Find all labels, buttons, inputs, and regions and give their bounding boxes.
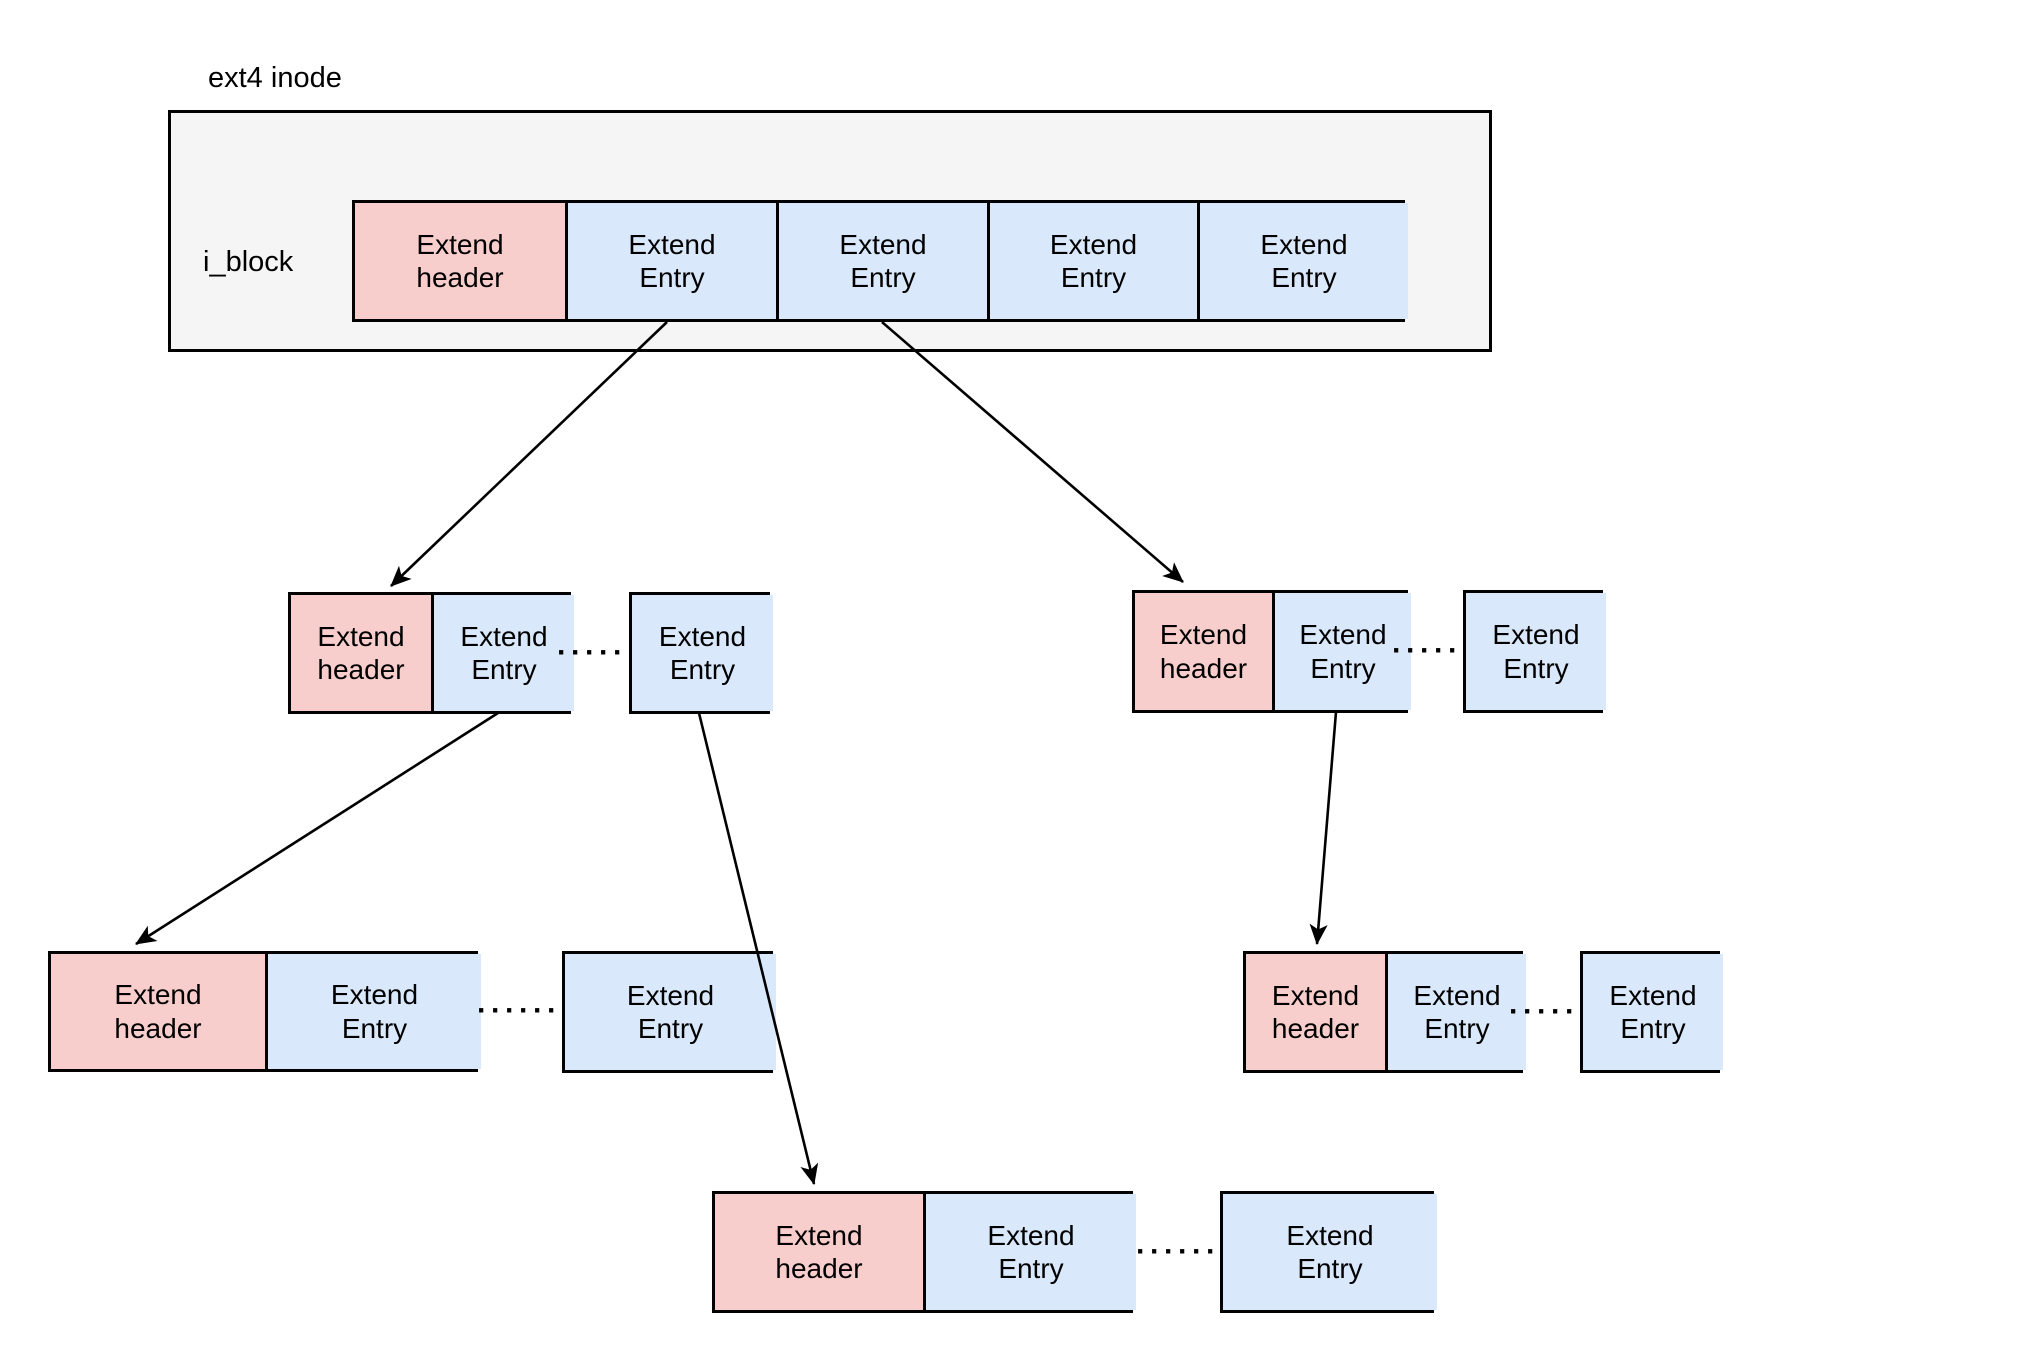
index-node-mid-left-trailing-entry: Extend Entry xyxy=(629,592,773,714)
ext4-inode-title: ext4 inode xyxy=(208,62,342,94)
i-block-label: i_block xyxy=(203,246,294,278)
extent-entry-cell: Extend Entry xyxy=(1223,1194,1437,1310)
extent-entry-cell: Extend Entry xyxy=(987,203,1197,319)
index-node-mid-right-trailing-entry: Extend Entry xyxy=(1463,590,1606,713)
ellipsis: ······ xyxy=(1136,1235,1220,1268)
leaf-node-right: Extend header Extend Entry xyxy=(1243,951,1526,1073)
ellipsis: ······ xyxy=(477,994,561,1027)
inode-extent-row: Extend header Extend Entry Extend Entry … xyxy=(352,200,1408,322)
leaf-node-right-trailing-entry: Extend Entry xyxy=(1580,951,1723,1073)
extent-header-cell: Extend header xyxy=(1246,954,1385,1070)
arrow-inode-entry1-to-mid-left xyxy=(390,321,668,587)
ellipsis: ······ xyxy=(1392,634,1476,667)
ellipsis: ······ xyxy=(557,636,641,669)
extent-header-cell: Extend header xyxy=(51,954,265,1069)
extent-entry-cell: Extend Entry xyxy=(1466,593,1606,710)
arrow-inode-entry2-to-mid-right xyxy=(881,321,1184,583)
arrow-mid-left-entry-to-leaf-left xyxy=(135,711,499,946)
arrow-mid-left-trailing-to-leaf-bottom xyxy=(697,712,819,1186)
extent-entry-cell: Extend Entry xyxy=(565,954,776,1070)
extent-entry-cell: Extend Entry xyxy=(1272,593,1411,710)
ellipsis: ······ xyxy=(1509,995,1593,1028)
index-node-mid-left: Extend header Extend Entry xyxy=(288,592,574,714)
extent-entry-cell: Extend Entry xyxy=(1197,203,1408,319)
leaf-node-left: Extend header Extend Entry xyxy=(48,951,481,1072)
extent-entry-cell: Extend Entry xyxy=(632,595,773,711)
extent-entry-cell: Extend Entry xyxy=(265,954,481,1069)
leaf-node-left-trailing-entry: Extend Entry xyxy=(562,951,776,1073)
extent-entry-cell: Extend Entry xyxy=(1583,954,1723,1070)
extent-header-cell: Extend header xyxy=(355,203,565,319)
extent-header-cell: Extend header xyxy=(715,1194,923,1310)
extent-entry-cell: Extend Entry xyxy=(431,595,574,711)
extent-entry-cell: Extend Entry xyxy=(565,203,776,319)
extent-entry-cell: Extend Entry xyxy=(776,203,987,319)
extent-header-cell: Extend header xyxy=(291,595,431,711)
extent-entry-cell: Extend Entry xyxy=(923,1194,1136,1310)
arrow-mid-right-entry-to-leaf-right xyxy=(1309,711,1338,946)
index-node-mid-right: Extend header Extend Entry xyxy=(1132,590,1411,713)
extent-entry-cell: Extend Entry xyxy=(1385,954,1526,1070)
extent-header-cell: Extend header xyxy=(1135,593,1272,710)
leaf-node-bottom-trailing-entry: Extend Entry xyxy=(1220,1191,1437,1313)
leaf-node-bottom: Extend header Extend Entry xyxy=(712,1191,1136,1313)
